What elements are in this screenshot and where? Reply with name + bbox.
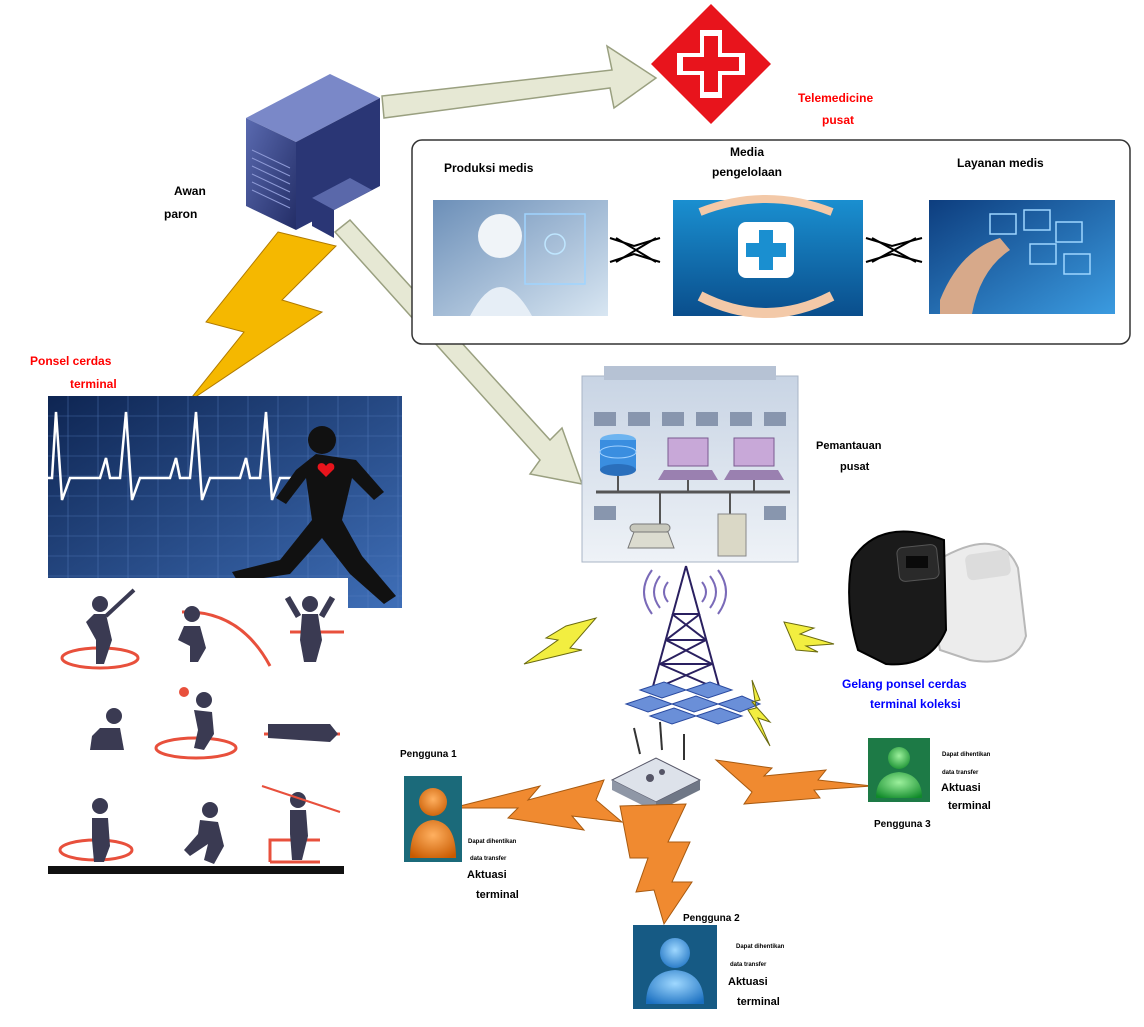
- arrow-to-telemedicine: [381, 44, 658, 119]
- smart-bracelet-image: [848, 530, 1028, 666]
- medical-management-label: Media: [730, 145, 765, 159]
- wireless-link-small-1: [523, 617, 598, 665]
- bracelet-terminal-label-2: terminal koleksi: [870, 697, 961, 711]
- telephone-icon: [627, 523, 675, 549]
- exchange-arrows-right: [865, 237, 923, 263]
- user2-avatar-icon: [633, 925, 717, 1009]
- user3-note: Dapat dihentikan: [942, 752, 991, 758]
- cloud-server-label-2: paron: [164, 207, 198, 221]
- wireless-link-user3: [714, 759, 873, 805]
- user1-role-2: terminal: [476, 889, 519, 901]
- user3-role: Aktuasi: [941, 782, 981, 794]
- telemedicine-center-label-2: pusat: [822, 113, 855, 127]
- user1-avatar-icon: [404, 776, 462, 862]
- user2-note: Dapat dihentikan: [736, 944, 785, 950]
- user3-name: Pengguna 3: [874, 819, 931, 830]
- cell-tower-icon: [624, 565, 762, 725]
- medical-services-label: Layanan medis: [957, 156, 1044, 170]
- user1-note: Dapat dihentikan: [468, 839, 517, 845]
- router-icon: [610, 721, 702, 812]
- user2-note-2: data transfer: [730, 962, 767, 968]
- medical-products-image: [433, 200, 608, 316]
- smartphone-terminal-label: Ponsel cerdas: [30, 354, 112, 368]
- user2-role-2: terminal: [737, 996, 780, 1008]
- arrow-to-monitoring: [333, 218, 584, 485]
- medical-management-image: [673, 195, 863, 318]
- sports-pictograms: [48, 578, 348, 874]
- wireless-link-small-2: [783, 621, 835, 653]
- computer-icon: [658, 437, 718, 480]
- user2-role: Aktuasi: [728, 976, 768, 988]
- monitoring-center-label-2: pusat: [840, 461, 870, 473]
- user3-role-2: terminal: [948, 800, 991, 812]
- server-icon: [246, 74, 380, 238]
- computer-icon: [724, 437, 784, 480]
- cloud-server-label: Awan: [174, 184, 206, 198]
- telemedicine-center-label: Telemedicine: [798, 91, 874, 105]
- smartphone-terminal-label-2: terminal: [70, 377, 117, 391]
- medical-products-label: Produksi medis: [444, 161, 534, 175]
- monitoring-center-building: [581, 366, 799, 563]
- bracelet-terminal-label: Gelang ponsel cerdas: [842, 677, 967, 691]
- user3-note-2: data transfer: [942, 770, 979, 776]
- wireless-link-user2: [619, 803, 693, 926]
- monitoring-center-label: Pemantauan: [816, 440, 882, 452]
- wireless-link-small-3: [747, 679, 772, 747]
- wireless-link-user1: [451, 779, 624, 831]
- medical-services-image: [929, 200, 1115, 314]
- wireless-link-yellow: [187, 231, 337, 403]
- user1-note-2: data transfer: [470, 856, 507, 862]
- red-cross-icon: [651, 4, 771, 124]
- user1-role: Aktuasi: [467, 869, 507, 881]
- user2-name: Pengguna 2: [683, 913, 740, 924]
- database-icon: [599, 434, 637, 476]
- user3-avatar-icon: [868, 738, 930, 802]
- user1-name: Pengguna 1: [400, 749, 457, 760]
- medical-management-label-2: pengelolaan: [712, 165, 783, 179]
- exchange-arrows-left: [609, 237, 661, 263]
- ecg-runner-image: [48, 396, 402, 608]
